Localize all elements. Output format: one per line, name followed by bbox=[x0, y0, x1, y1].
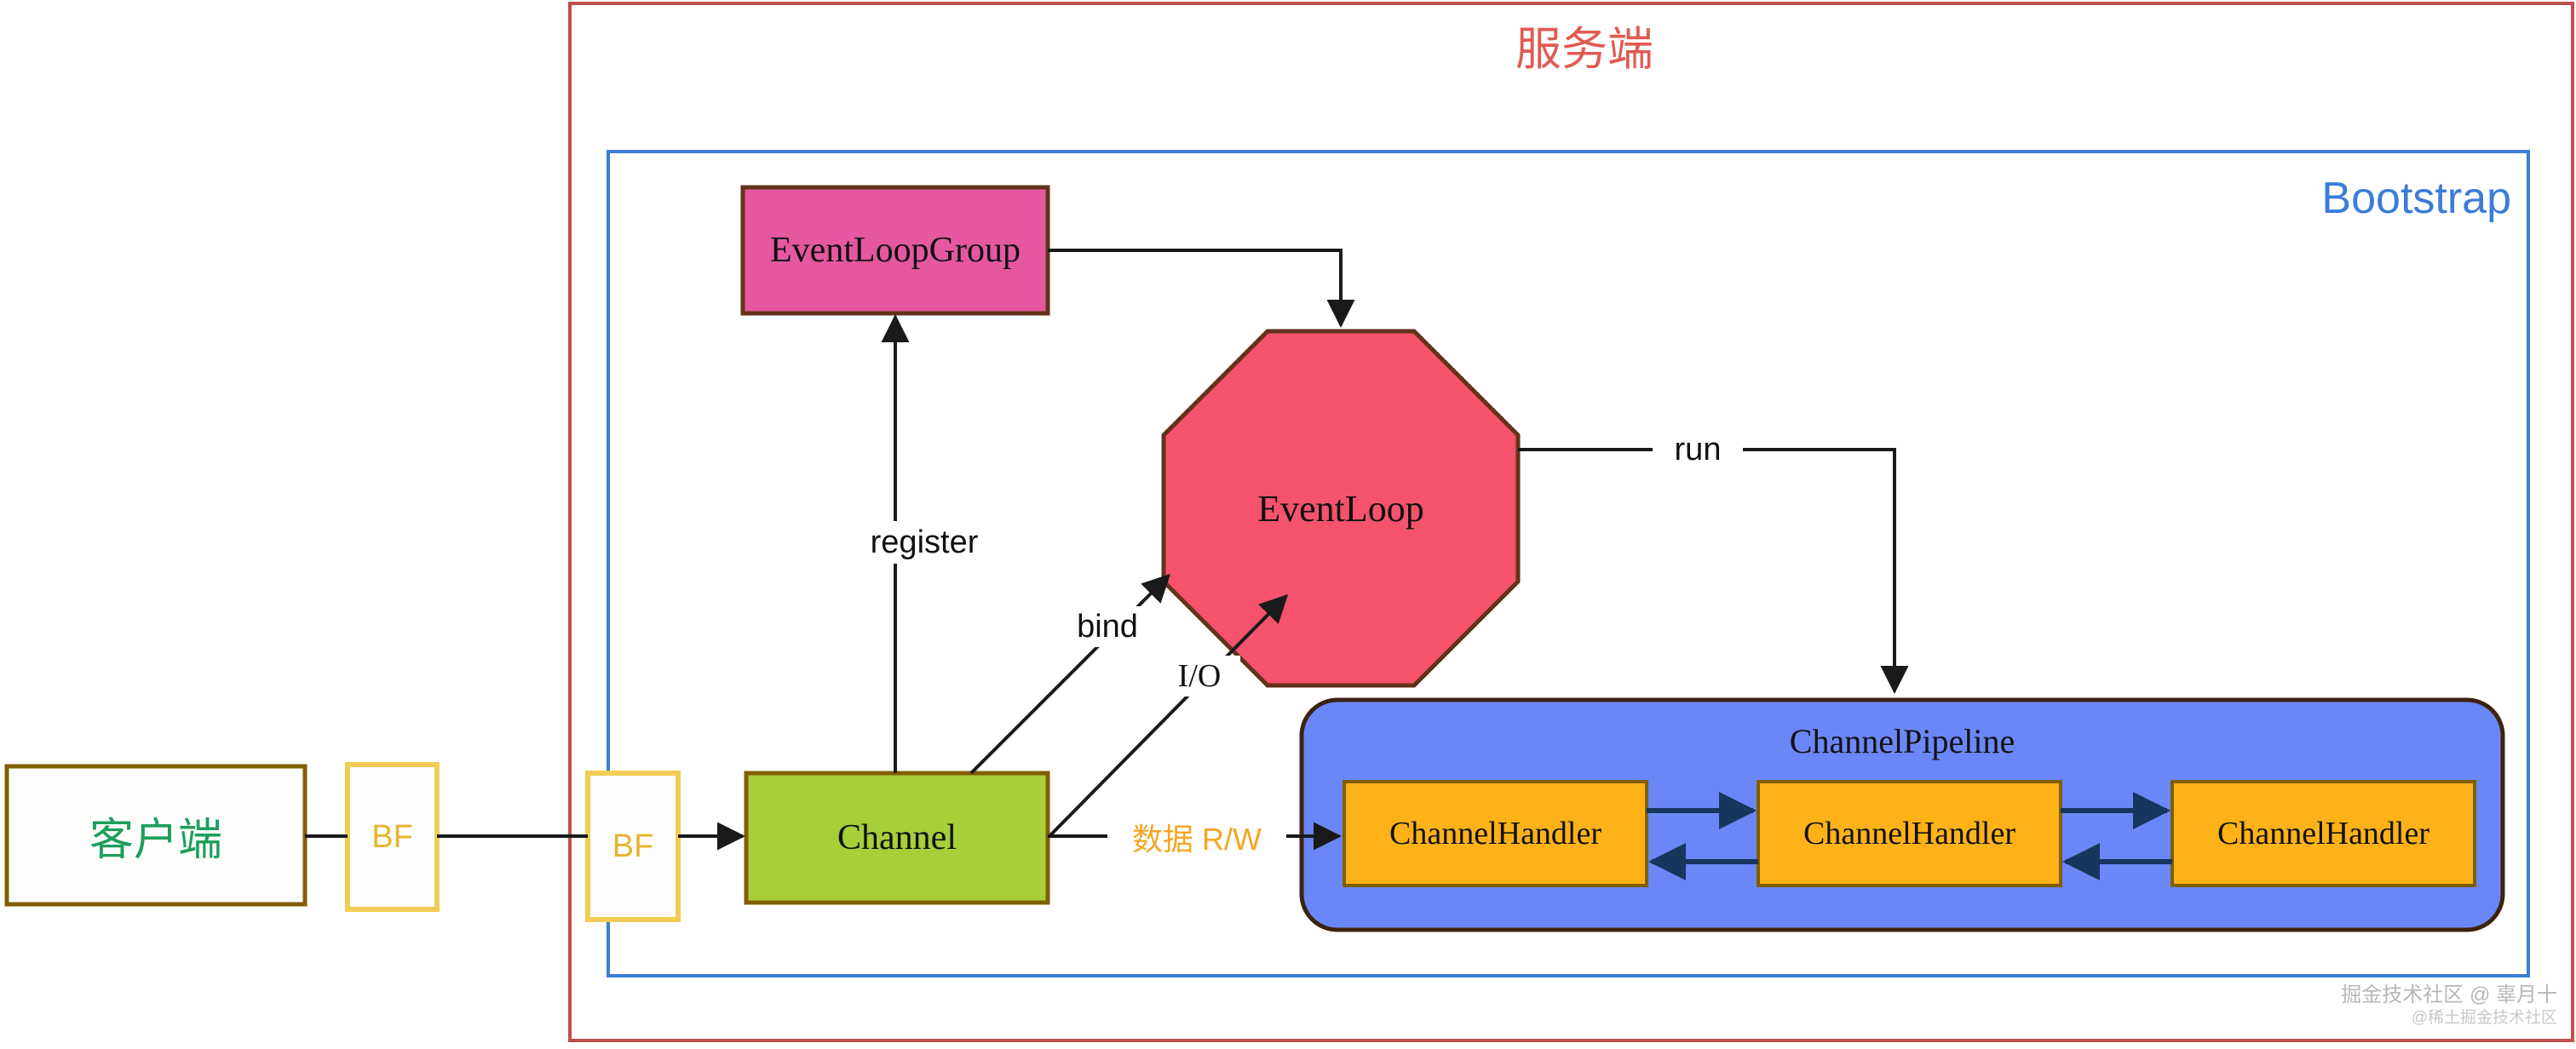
watermark: 掘金技术社区 @ 辜月十 @稀土掘金技术社区 bbox=[2341, 983, 2557, 1029]
bootstrap-container-frame bbox=[607, 150, 2530, 977]
channel-handler-1-box[interactable] bbox=[1343, 780, 1648, 887]
edge-event-loop-run-to-channel-pipeline bbox=[1518, 448, 1909, 694]
channel-handler-3-box[interactable] bbox=[2171, 780, 2476, 887]
event-loop-octagon[interactable] bbox=[1161, 329, 1521, 688]
channel-handler-2-box[interactable] bbox=[1757, 780, 2062, 887]
server-container-frame bbox=[568, 2, 2574, 1042]
channel-box[interactable] bbox=[744, 771, 1050, 905]
event-loop-group-box[interactable] bbox=[740, 185, 1050, 316]
watermark-line-2: @稀土掘金技术社区 bbox=[2411, 1009, 2557, 1028]
client-box[interactable] bbox=[4, 764, 308, 907]
edge-event-loop-group-to-event-loop bbox=[1048, 249, 1355, 328]
edge-channel-io-to-event-loop bbox=[1048, 593, 1289, 838]
bf-left-box[interactable] bbox=[345, 762, 440, 912]
watermark-line-1: 掘金技术社区 @ 辜月十 bbox=[2341, 983, 2557, 1007]
bf-right-box[interactable] bbox=[585, 771, 681, 922]
